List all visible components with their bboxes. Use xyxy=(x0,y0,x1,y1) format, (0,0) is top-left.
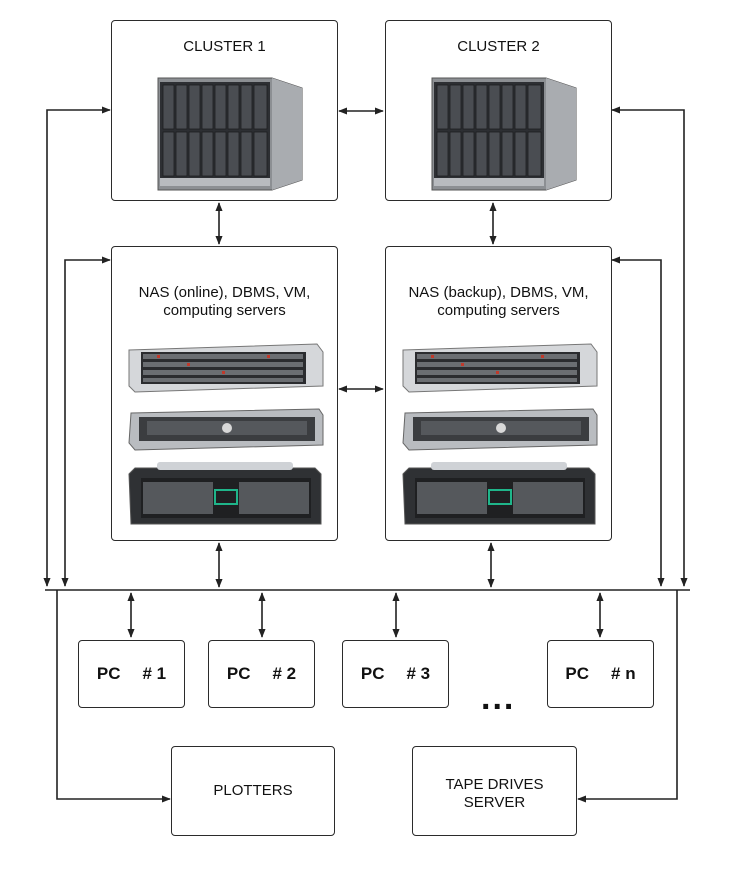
rack-server-nas-image xyxy=(402,343,598,393)
rack-server-hpe-image xyxy=(128,462,322,525)
tape-drives-box: TAPE DRIVES SERVER xyxy=(412,746,577,836)
tape-drives-label-line1: TAPE DRIVES xyxy=(445,776,544,793)
servers-2-label-line2: computing servers xyxy=(437,302,560,319)
cluster-2-box: CLUSTER 2 xyxy=(385,20,612,201)
servers-2-label-line1: NAS (backup), DBMS, VM, xyxy=(408,284,589,301)
link-bus-plotters xyxy=(56,590,171,803)
pc-1-box: PC # 1 xyxy=(78,640,185,708)
rack-server-dell-image xyxy=(128,408,324,451)
rack-server-nas-image xyxy=(128,343,324,393)
link-bus-tape xyxy=(577,590,678,803)
link-bus-servers2 xyxy=(611,256,665,587)
link-bus-cluster1 xyxy=(43,106,111,587)
rack-server-hpe-image xyxy=(402,462,596,525)
blade-chassis-image xyxy=(157,77,303,191)
servers-1-box: NAS (online), DBMS, VM, computing server… xyxy=(111,246,338,541)
plotters-box: PLOTTERS xyxy=(171,746,335,836)
pc-number: # 3 xyxy=(406,664,431,683)
blade-chassis-image xyxy=(431,77,577,191)
pc-n-box: PC # n xyxy=(547,640,654,708)
plotters-label: PLOTTERS xyxy=(213,782,293,799)
cluster-1-label: CLUSTER 1 xyxy=(183,38,266,55)
pc-3-box: PC # 3 xyxy=(342,640,449,708)
cluster-1-box: CLUSTER 1 xyxy=(111,20,338,201)
tape-drives-label-line2: SERVER xyxy=(463,794,526,811)
pc-2-box: PC # 2 xyxy=(208,640,315,708)
pc-number: # 2 xyxy=(272,664,297,683)
servers-2-box: NAS (backup), DBMS, VM, computing server… xyxy=(385,246,612,541)
link-bus-servers1 xyxy=(61,256,111,587)
more-pcs-ellipsis: ... xyxy=(481,679,516,717)
pc-label: PC xyxy=(226,664,251,683)
pc-label: PC xyxy=(96,664,121,683)
pc-number: # 1 xyxy=(142,664,167,683)
servers-1-label-line2: computing servers xyxy=(163,302,286,319)
servers-1-label-line1: NAS (online), DBMS, VM, xyxy=(138,284,311,301)
cluster-2-label: CLUSTER 2 xyxy=(457,38,540,55)
pc-label: PC xyxy=(360,664,385,683)
rack-server-dell-image xyxy=(402,408,598,451)
pc-number: # n xyxy=(611,664,636,683)
pc-label: PC xyxy=(565,664,590,683)
link-bus-cluster2 xyxy=(611,106,688,587)
